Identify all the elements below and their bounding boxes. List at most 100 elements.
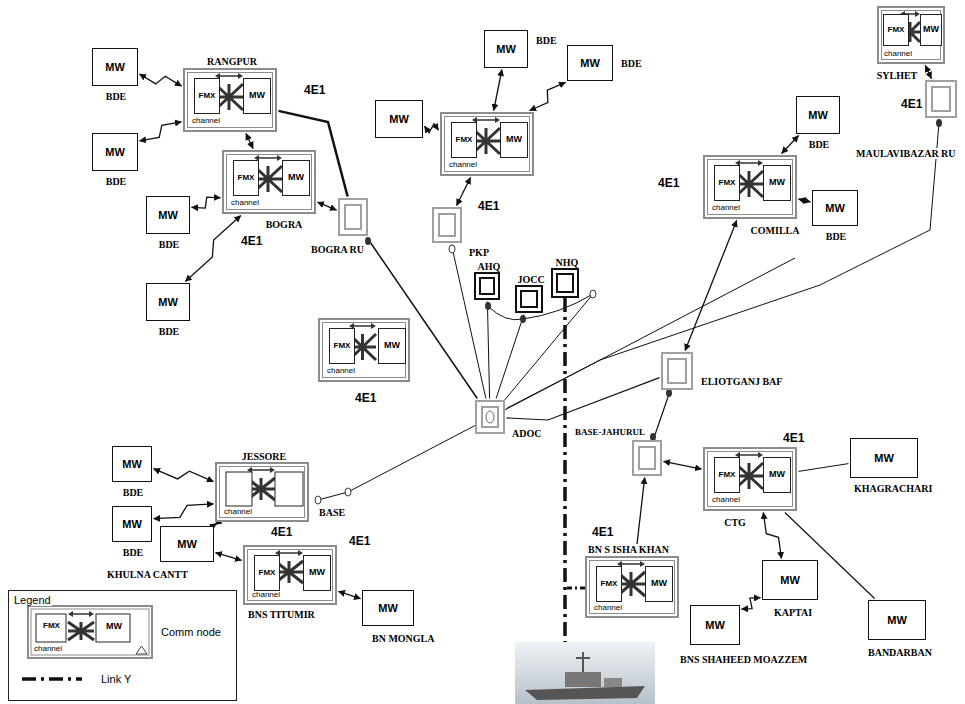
equipment-box: FMX: [596, 566, 622, 602]
microwave-box: MWBDE: [484, 30, 528, 68]
node-caption: channel: [191, 117, 221, 126]
swatch-triangle: [136, 646, 147, 654]
node-caption: BNS SHAHEED MOAZZEM: [679, 654, 808, 665]
hq-box: JOCC: [515, 285, 543, 313]
radio-link: [216, 553, 242, 561]
node-caption: AHQ: [477, 261, 502, 272]
link-line: [507, 378, 660, 420]
equipment-box: MW: [763, 165, 791, 201]
node-text: FMX: [259, 569, 276, 578]
switch-arrow: [258, 157, 278, 159]
comm-node: BN S ISHA KHAN4E1channelFMXMW: [585, 556, 679, 618]
inner-frame: [481, 406, 499, 428]
swatch-switch: [68, 622, 94, 640]
microwave-box: MWBDE: [796, 96, 840, 134]
node-text: MW: [249, 91, 265, 101]
radio-link: [425, 124, 439, 133]
node-text: MW: [105, 146, 125, 158]
node-caption: PKP: [468, 247, 490, 258]
node-caption: 4E1: [303, 84, 326, 97]
remote-unit-box: MAULAVIBAZAR RU: [925, 80, 957, 118]
adoc-hub-box: ADOC: [475, 400, 505, 434]
ship-mast: [576, 652, 590, 672]
node-caption: BDE: [158, 239, 181, 250]
node-caption: channel: [251, 591, 281, 600]
node-caption: BOGRA RU: [310, 244, 365, 255]
radio-link: [154, 469, 214, 482]
comm-node: SYLHET4E1channelFMXMW: [877, 6, 945, 64]
comm-node: 4E1channelFMXMW: [440, 112, 534, 176]
open-junction: [345, 488, 351, 496]
node-caption: BDE: [122, 487, 145, 498]
microwave-box: MWBDE: [92, 48, 138, 86]
microwave-box: MWBDE: [112, 506, 152, 542]
microwave-box: MWKHULNA CANTT: [160, 526, 214, 562]
radio-link: [185, 216, 241, 282]
radio-link: [685, 221, 737, 351]
base-line: [318, 492, 348, 500]
microwave-box: MW: [375, 100, 423, 138]
equipment-box: MW: [500, 122, 528, 158]
microwave-box: MWBDE: [112, 446, 152, 482]
node-text: MW: [309, 568, 325, 578]
label: FMX: [42, 622, 61, 631]
node-text: MW: [769, 470, 785, 480]
junction-dot: [485, 302, 491, 310]
junction-dot: [520, 315, 526, 323]
node-text: MW: [384, 341, 400, 351]
node-caption: COMILLA: [750, 225, 801, 236]
switch-arrowhead: [270, 467, 275, 473]
node-caption: channel: [448, 161, 478, 170]
node-caption: MAULAVIBAZAR RU: [855, 148, 957, 159]
inner-frame: [479, 277, 495, 295]
ship-deck: [604, 678, 622, 687]
equipment-outline: [275, 472, 303, 506]
node-text: MW: [496, 43, 516, 55]
node-text: FMX: [719, 179, 736, 188]
node-caption: JOCC: [516, 274, 545, 285]
junction-dot: [666, 389, 672, 397]
node-text: MW: [389, 113, 409, 125]
equipment-box: FMX: [714, 457, 740, 493]
node-text: MW: [506, 135, 522, 145]
open-junction: [590, 290, 596, 298]
node-text: MW: [769, 178, 785, 188]
swatch-arrowhead: [89, 611, 94, 617]
node-text: FMX: [199, 92, 216, 101]
node-text: MW: [378, 602, 398, 614]
node-text: MW: [122, 518, 142, 530]
microwave-box: MWBDE: [812, 190, 858, 226]
equipment-box: MW: [378, 328, 406, 364]
node-text: MW: [580, 57, 600, 69]
radio-link: [530, 82, 566, 110]
ship-hull: [525, 686, 645, 700]
switch-arrow: [353, 325, 372, 327]
switch-arrowhead: [371, 323, 376, 329]
equipment-box: MW: [920, 14, 942, 46]
node-text: MW: [105, 61, 125, 73]
link-y-branch: [566, 587, 585, 590]
inner-frame: [667, 358, 687, 384]
hub-symbol: [477, 402, 503, 432]
node-caption: KHULNA CANTT: [106, 569, 189, 580]
node-caption: channel: [223, 508, 253, 517]
legend-text: Link Y: [100, 673, 132, 685]
legend-swatch: [28, 606, 152, 658]
link-line: [487, 302, 489, 399]
equipment-box: FMX: [233, 160, 259, 196]
switch-arrow: [739, 454, 759, 456]
microwave-box: MWBDE: [567, 45, 613, 81]
radio-link: [742, 598, 761, 609]
node-text: MW: [923, 25, 939, 35]
equipment-box: FMX: [714, 165, 740, 201]
node-caption: 4E1: [477, 200, 500, 213]
equipment-box: MW: [645, 566, 673, 602]
equipment-box: MW: [303, 555, 331, 591]
radio-link: [925, 66, 931, 79]
label: channel: [33, 645, 63, 654]
radio-link: [457, 178, 471, 206]
hub-ring: [486, 411, 494, 423]
node-caption: 4E1: [348, 535, 371, 548]
